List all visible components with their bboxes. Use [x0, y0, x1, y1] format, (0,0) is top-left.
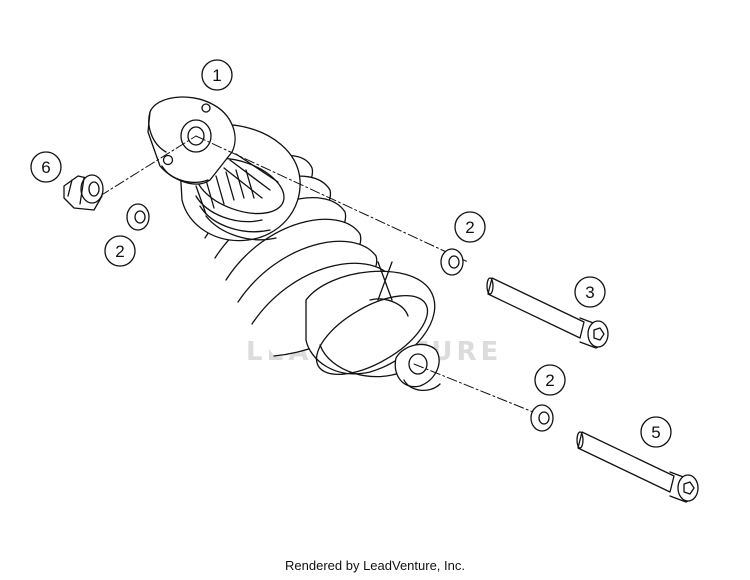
- bolt-part-lower[interactable]: [576, 431, 699, 503]
- callout-2-upper-right-label: 2: [465, 218, 474, 237]
- callout-2-left[interactable]: 2: [104, 235, 136, 267]
- shock-absorber-exploded-diagram: LEADVENTURE: [30, 59, 699, 503]
- assembly-centerlines: [99, 135, 549, 419]
- shock-absorber-assembly[interactable]: [147, 96, 441, 391]
- callout-2-lower-right-label: 2: [545, 371, 554, 390]
- lower-mount-eye: [394, 343, 441, 391]
- hex-nut-part[interactable]: [63, 174, 104, 211]
- washer-part-b[interactable]: [440, 248, 464, 276]
- callout-5[interactable]: 5: [640, 416, 672, 448]
- render-credit: Rendered by LeadVenture, Inc.: [285, 558, 465, 573]
- callout-6-label: 6: [41, 158, 50, 177]
- callout-1-label: 1: [212, 66, 221, 85]
- callout-6[interactable]: 6: [30, 151, 62, 183]
- callout-2-left-label: 2: [115, 242, 124, 261]
- callout-5-label: 5: [651, 423, 660, 442]
- callout-3-label: 3: [585, 283, 594, 302]
- callout-3[interactable]: 3: [574, 276, 606, 308]
- washer-part-c[interactable]: [530, 404, 554, 432]
- washer-part-a[interactable]: [126, 203, 150, 231]
- lower-spring-seat: [305, 261, 436, 378]
- callout-1[interactable]: 1: [201, 59, 233, 91]
- callout-2-lower-right[interactable]: 2: [534, 364, 566, 396]
- callout-2-upper-right[interactable]: 2: [454, 211, 486, 243]
- bolt-part-upper[interactable]: [486, 277, 609, 349]
